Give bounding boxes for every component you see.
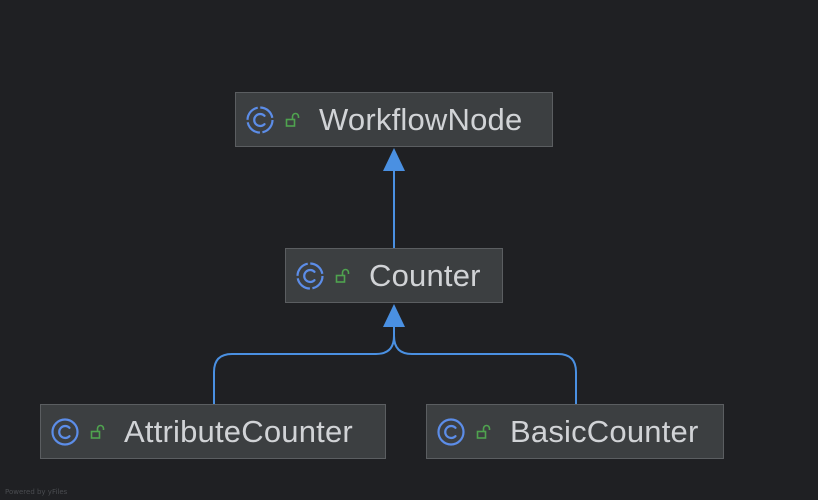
class-icon [246,105,274,134]
class-name-label: AttributeCounter [124,413,353,449]
class-name-label: WorkflowNode [319,101,523,137]
unlock-icon [335,268,350,283]
class-name-label: BasicCounter [510,413,699,449]
edge-counter-to-workflownode [383,148,405,248]
unlock-icon [90,424,105,439]
class-node-workflownode[interactable]: WorkflowNode [235,92,553,147]
class-icon [437,417,465,446]
unlock-icon [285,112,300,127]
class-icon [51,417,79,446]
powered-by-footer: Powered by yFiles [5,488,68,496]
inheritance-arrowhead [383,304,405,327]
edge-attributecounter-to-counter [213,326,395,404]
class-icon [296,261,324,290]
class-node-basiccounter[interactable]: BasicCounter [426,404,724,459]
unlock-icon [476,424,491,439]
edge-basiccounter-to-counter [393,326,577,404]
class-node-attributecounter[interactable]: AttributeCounter [40,404,386,459]
inheritance-arrowhead [383,148,405,171]
class-name-label: Counter [369,257,481,293]
class-node-counter[interactable]: Counter [285,248,503,303]
